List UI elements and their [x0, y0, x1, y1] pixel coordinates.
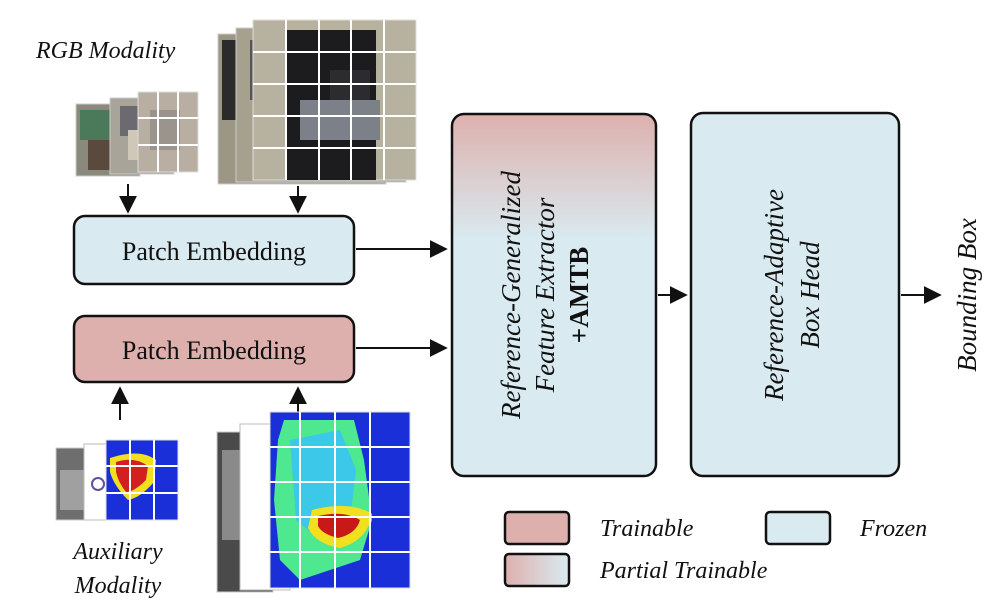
rgb-modality-label: RGB Modality — [35, 38, 176, 64]
box-head-line1: Reference-Adaptive — [759, 189, 789, 402]
aux-template-stack — [55, 439, 179, 521]
aux-modality-label-line2: Modality — [74, 573, 162, 599]
feature-extractor-line3: +AMTB — [564, 247, 594, 343]
legend-partial-swatch — [503, 552, 571, 588]
feature-extractor-block: Reference-Generalized Feature Extractor … — [450, 112, 658, 478]
legend-trainable-label: Trainable — [600, 516, 694, 542]
aux-modality-label-line1: Auxiliary — [71, 539, 163, 565]
rgb-template-frame-1 — [137, 91, 199, 173]
patch-embedding-aux: Patch Embedding — [72, 314, 356, 384]
legend: Trainable Frozen Partial Trainable — [503, 510, 927, 588]
legend-trainable-swatch — [503, 510, 571, 546]
bounding-box-label: Bounding Box — [952, 218, 982, 372]
patch-embedding-aux-label: Patch Embedding — [122, 336, 306, 365]
legend-partial-label: Partial Trainable — [599, 558, 768, 584]
box-head-line2: Box Head — [795, 241, 825, 349]
aux-search-frame-1 — [269, 411, 411, 589]
patch-embedding-rgb: Patch Embedding — [72, 214, 356, 286]
legend-frozen-swatch — [764, 510, 832, 546]
aux-template-frame-1 — [105, 439, 179, 521]
feature-extractor-line1: Reference-Generalized — [496, 171, 526, 420]
feature-extractor-line2: Feature Extractor — [530, 197, 560, 393]
rgb-search-stack — [217, 19, 417, 185]
legend-frozen-label: Frozen — [859, 516, 927, 542]
patch-embedding-rgb-label: Patch Embedding — [122, 237, 306, 266]
rgb-template-stack — [75, 91, 199, 177]
rgb-search-frame-1 — [252, 19, 417, 181]
box-head-block: Reference-Adaptive Box Head — [689, 111, 901, 478]
aux-search-stack — [216, 411, 411, 593]
